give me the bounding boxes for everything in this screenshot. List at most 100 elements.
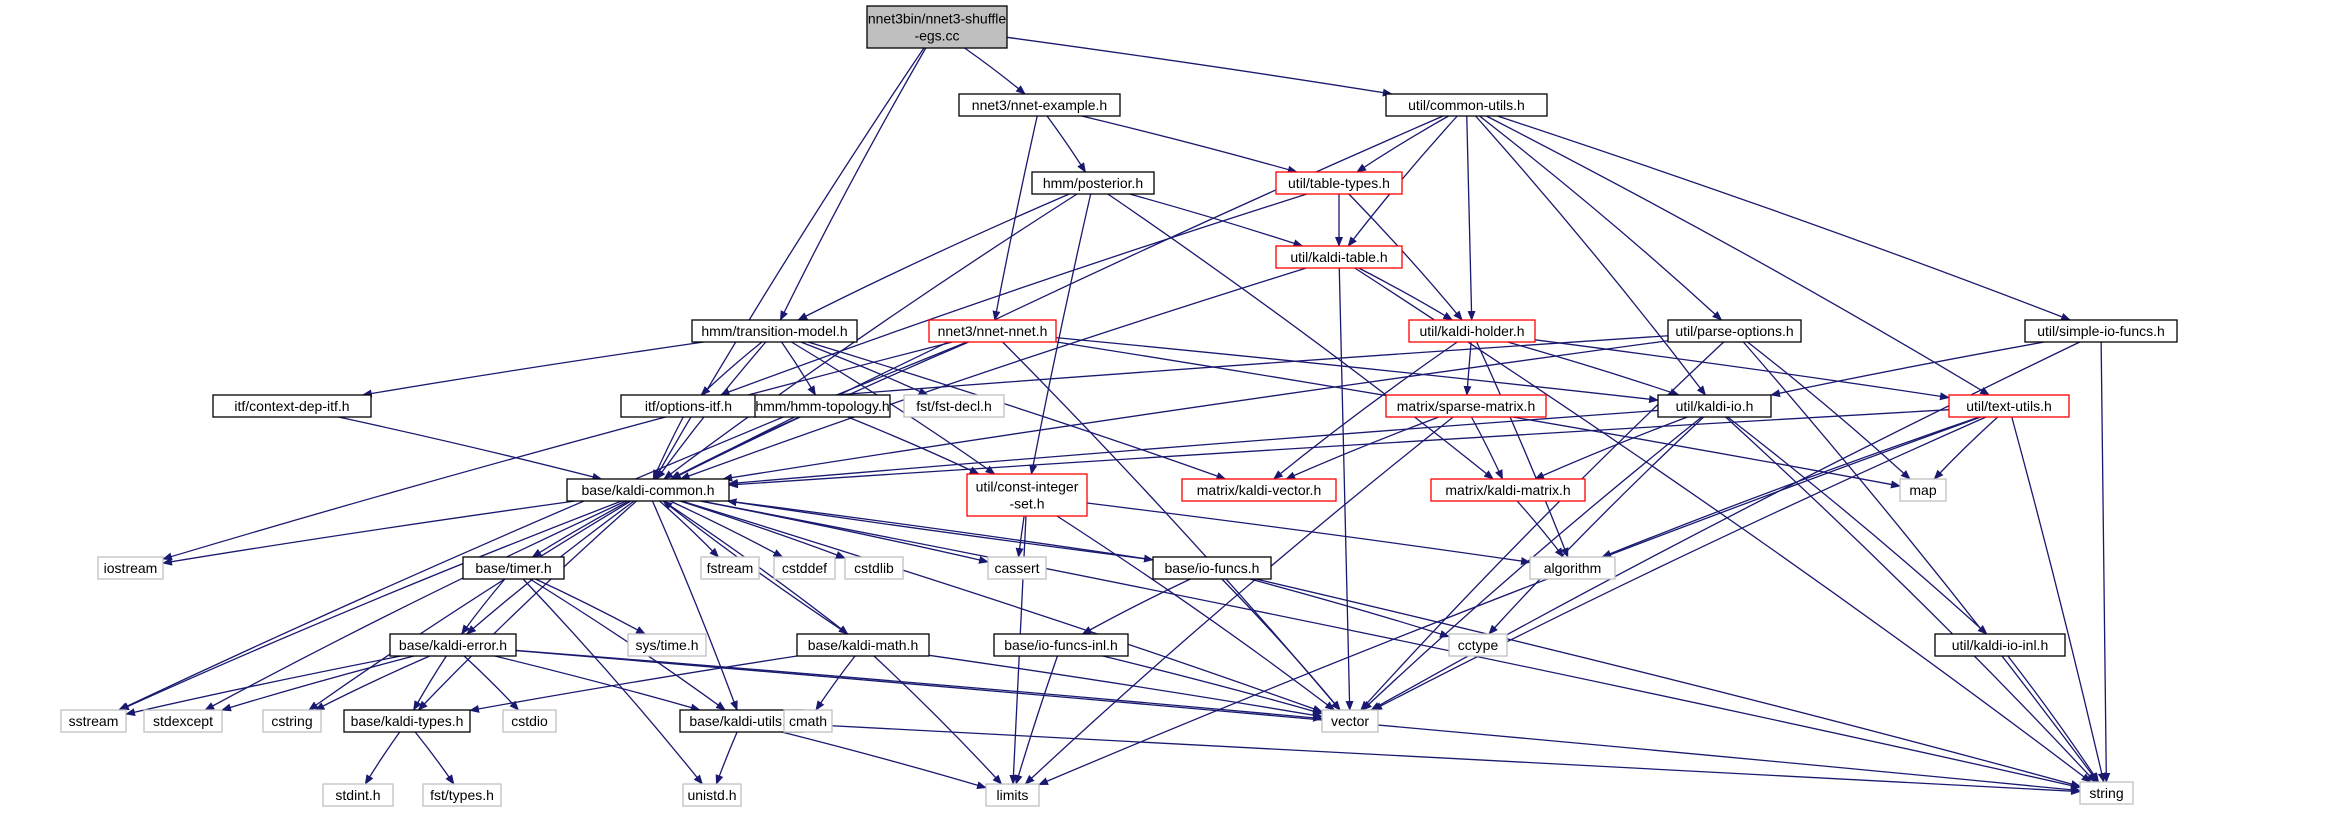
node-transition-model[interactable]: hmm/transition-model.h (691, 319, 858, 343)
node-algorithm: algorithm (1529, 556, 1616, 580)
node-kaldi-table[interactable]: util/kaldi-table.h (1275, 245, 1403, 269)
node-box (343, 709, 471, 733)
node-label: limits (997, 787, 1029, 803)
node-box (1031, 171, 1155, 195)
node-kaldi-utils[interactable]: base/kaldi-utils.h (679, 709, 804, 733)
edge-arrow (125, 655, 402, 717)
edge-arrow (873, 655, 1003, 785)
node-base-timer[interactable]: base/timer.h (462, 556, 565, 580)
node-kaldi-math[interactable]: base/kaldi-math.h (796, 633, 930, 657)
node-kaldi-error[interactable]: base/kaldi-error.h (389, 633, 517, 657)
edge-arrow (781, 341, 817, 396)
edge-kaldi_holder-to-kaldi_io (1507, 341, 1680, 396)
node-box (796, 633, 930, 657)
edge-arrow (652, 416, 684, 480)
node-label: util/parse-options.h (1675, 323, 1793, 339)
node-kaldi-io-inl[interactable]: util/kaldi-io-inl.h (1934, 633, 2066, 657)
edge-arrow (494, 655, 701, 712)
edge-base_timer-to-kaldi_error (461, 578, 506, 635)
node-parse-options[interactable]: util/parse-options.h (1667, 319, 1802, 343)
node-nnet-nnet[interactable]: nnet3/nnet-nnet.h (928, 319, 1057, 343)
node-kaldi-types[interactable]: base/kaldi-types.h (343, 709, 471, 733)
node-nnet-example[interactable]: nnet3/nnet-example.h (958, 93, 1121, 117)
edge-arrow (1488, 416, 1705, 635)
node-label: sstream (69, 713, 119, 729)
node-fst-decl: fst/fst-decl.h (903, 394, 1005, 418)
node-kaldi-io[interactable]: util/kaldi-io.h (1657, 394, 1772, 418)
edge-text_utils-to-algorithm (1601, 416, 1980, 558)
node-label: stdexcept (153, 713, 213, 729)
node-posterior[interactable]: hmm/posterior.h (1031, 171, 1155, 195)
node-label: cctype (1458, 637, 1499, 653)
edge-common_utils-to-simple_io_funcs (1497, 115, 2072, 321)
node-common-utils[interactable]: util/common-utils.h (1385, 93, 1548, 117)
edge-arrow (1081, 115, 1298, 174)
node-label: cstdlib (854, 560, 894, 576)
node-string: string (2079, 781, 2134, 805)
node-context-dep-itf[interactable]: itf/context-dep-itf.h (212, 394, 372, 418)
edge-arrow (928, 654, 1323, 720)
edge-kaldi_common-to-cassert (699, 500, 989, 564)
edge-nnet_example-to-table_types (1081, 115, 1298, 174)
edge-kaldi_common-to-string (700, 500, 2081, 790)
edge-arrow (338, 416, 603, 481)
edge-arrow (531, 500, 630, 558)
node-box (502, 709, 557, 733)
node-text-utils[interactable]: util/text-utils.h (1948, 394, 2070, 418)
edge-arrow (535, 578, 646, 635)
node-kaldi-holder[interactable]: util/kaldi-holder.h (1408, 319, 1536, 343)
edge-kaldi_common-to-vector (681, 500, 1323, 713)
edge-const_integer_set-to-algorithm (1086, 502, 1531, 565)
edge-arrow (781, 731, 987, 790)
node-options-itf[interactable]: itf/options-itf.h (620, 394, 757, 418)
node-simple-io-funcs[interactable]: util/simple-io-funcs.h (2024, 319, 2178, 343)
edge-io_funcs-to-vector (1221, 578, 1341, 711)
edge-arrow (1360, 341, 1725, 711)
edge-transition_model-to-kaldi_vector (807, 341, 1227, 480)
node-kaldi-matrix[interactable]: matrix/kaldi-matrix.h (1430, 478, 1586, 502)
node-label: hmm/hmm-topology.h (755, 398, 889, 414)
edge-arrow (1601, 416, 1980, 558)
node-box (1657, 394, 1772, 418)
edge-text_utils-to-limits (1038, 416, 1982, 786)
edge-arrow (1727, 416, 1988, 635)
edge-arrow (1356, 115, 1449, 173)
node-box (262, 709, 322, 733)
node-sstream: sstream (60, 709, 127, 733)
node-hmm-topology[interactable]: hmm/hmm-topology.h (754, 394, 891, 418)
edge-io_funcs-to-io_funcs_inl (1081, 578, 1191, 635)
edge-arrow (414, 731, 455, 785)
node-table-types[interactable]: util/table-types.h (1275, 171, 1403, 195)
edge-base_timer-to-unistd (522, 578, 704, 785)
edge-arrow (1129, 193, 1304, 248)
node-fstream: fstream (700, 556, 760, 580)
edge-arrow (807, 341, 1227, 480)
node-io-funcs[interactable]: base/io-funcs.h (1152, 556, 1272, 580)
edge-nnet_nnet-to-iostream (162, 341, 953, 561)
node-io-funcs-inl[interactable]: base/io-funcs-inl.h (993, 633, 1129, 657)
node-const-integer-set[interactable]: util/const-integer-set.h (966, 473, 1088, 517)
node-sparse-matrix[interactable]: matrix/sparse-matrix.h (1385, 394, 1547, 418)
node-box (322, 783, 394, 807)
node-box (1275, 245, 1403, 269)
node-label: fstream (707, 560, 754, 576)
node-root[interactable]: nnet3bin/nnet3-shuffle-egs.cc (866, 5, 1008, 49)
node-cmath: cmath (783, 709, 833, 733)
node-kaldi-vector[interactable]: matrix/kaldi-vector.h (1181, 478, 1337, 502)
edge-kaldi_math-to-limits (873, 655, 1003, 785)
edge-arrow (417, 500, 637, 711)
node-kaldi-common[interactable]: base/kaldi-common.h (566, 478, 730, 502)
edge-arrow (1933, 416, 1999, 480)
edge-arrow (1497, 115, 2072, 321)
edge-arrow (1534, 339, 1950, 401)
edge-arrow (1221, 578, 1341, 711)
edge-kaldi_common-to-iostream (162, 500, 576, 566)
edge-arrow (779, 47, 927, 321)
edge-kaldi_error-to-cstdio (463, 655, 520, 711)
edge-kaldi_error-to-sstream (125, 655, 402, 717)
edge-arrow (361, 341, 704, 398)
node-box (754, 394, 891, 418)
edge-arrow (364, 731, 401, 785)
edge-common_utils-to-table_types (1356, 115, 1449, 173)
